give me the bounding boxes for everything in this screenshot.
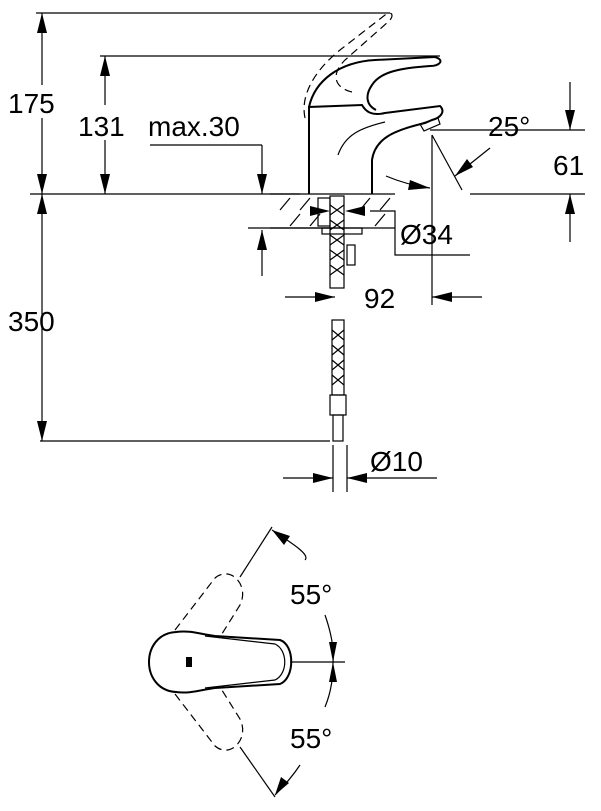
rotation-left-label: 55°	[290, 579, 332, 610]
rotation-right-label: 55°	[290, 723, 332, 754]
dimension-lines	[30, 12, 585, 492]
projection-label: 92	[364, 283, 395, 314]
outlet-height-label: 61	[553, 150, 584, 181]
total-height-label: 175	[8, 88, 55, 119]
spout-height-label: 131	[78, 111, 125, 142]
faucet-top-view	[148, 526, 345, 798]
hose-length-label: 350	[8, 306, 55, 337]
mounting-hole-label: Ø34	[400, 219, 453, 250]
max-deck-thickness-label: max.30	[148, 111, 240, 142]
faucet-side-view	[303, 12, 444, 194]
spout-angle-label: 25°	[488, 111, 530, 142]
hose	[329, 195, 356, 442]
hose-diameter-label: Ø10	[370, 446, 423, 477]
